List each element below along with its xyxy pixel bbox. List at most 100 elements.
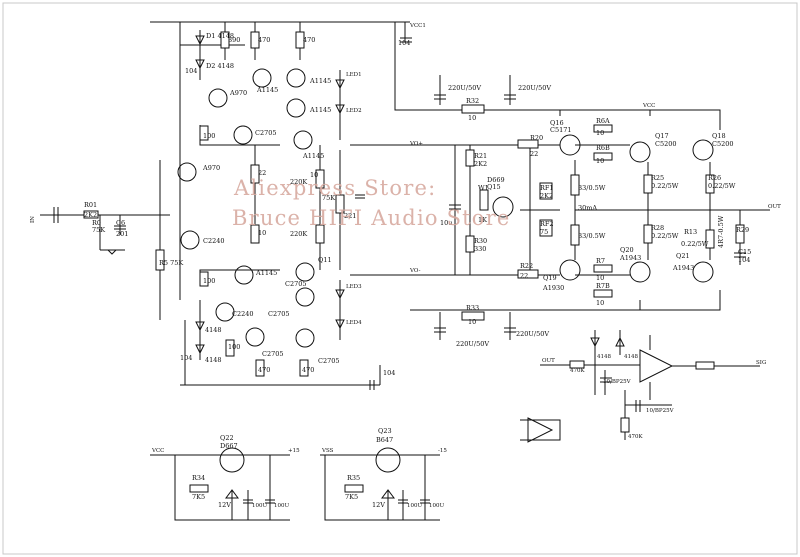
- r22-ref: R22: [520, 262, 533, 270]
- reg-plus15-label: +15: [288, 448, 300, 454]
- r29-ref: R29: [736, 226, 749, 234]
- rf1-val: 2K2: [540, 192, 553, 200]
- q23-ref: Q23: [378, 427, 392, 435]
- r13-val: 0.22/5W: [681, 240, 709, 248]
- r7-label: 100: [203, 277, 215, 285]
- r32-val: 10: [468, 114, 476, 122]
- d1-label: D1 4148: [206, 32, 234, 40]
- servo-stage: [520, 330, 760, 443]
- q16-ref: Q16: [550, 119, 564, 127]
- r10-label: 220K: [290, 230, 307, 238]
- q19-ref: Q19: [543, 274, 557, 282]
- vcc1-label: VCC1: [409, 23, 426, 29]
- watermark-line-1: Aliexpress Store:: [234, 176, 437, 200]
- c10-label: 220U/50V: [448, 84, 481, 92]
- rf2-ref: RF2: [540, 220, 554, 228]
- servo-in-label: OUT: [542, 358, 555, 364]
- r35-val: 7K5: [345, 493, 358, 501]
- r14-label: 75K: [322, 194, 335, 202]
- q23-val: B647: [376, 436, 393, 444]
- q21-val: A1943: [672, 264, 694, 272]
- r25-ref: R25: [651, 174, 664, 182]
- input-label: IN: [30, 216, 36, 223]
- r31-label: 470K: [628, 434, 643, 440]
- r6a-val: 10: [596, 129, 604, 137]
- r13-ref: R13: [684, 228, 697, 236]
- q15-val: D669: [487, 176, 505, 184]
- r20-val: 22: [530, 150, 538, 158]
- led1-label: LED1: [346, 72, 362, 78]
- c24-val: 100U: [407, 503, 422, 509]
- c2s-label: 10/BP25V: [646, 408, 675, 414]
- r2-label: 470: [258, 36, 270, 44]
- r32-ref: R32: [466, 97, 479, 105]
- r34-ref: R34: [192, 474, 205, 482]
- r7-ref: R7: [596, 257, 605, 265]
- vas-stage: [155, 22, 412, 390]
- c1s-label: 10/BP25V: [603, 379, 632, 385]
- reg-vcc-label: VCC: [151, 448, 164, 454]
- c12-val: 10u: [440, 219, 452, 227]
- r29-val: 4R7-0.5W: [717, 215, 725, 248]
- r40-label: 470K: [570, 368, 585, 374]
- current-label: 30mA: [578, 204, 597, 212]
- vcc-label: VCC: [642, 103, 655, 109]
- c25-val: 100U: [429, 503, 444, 509]
- c15-val: 104: [738, 256, 750, 264]
- q14-label: C2705: [262, 350, 284, 358]
- q9-label: A1145: [309, 106, 331, 114]
- r7b-ref: R7B: [596, 282, 610, 290]
- q13-label: C2705: [268, 310, 290, 318]
- c3-label: 104: [180, 354, 192, 362]
- r6b-ref: R6B: [596, 144, 610, 152]
- q22-ref: Q22: [220, 434, 234, 442]
- q5-label: A1145: [255, 269, 277, 277]
- rail-wires: [150, 21, 721, 311]
- r6a-ref: R6A: [596, 117, 610, 125]
- r15-label: 470: [258, 366, 270, 374]
- r34-val: 7K5: [192, 493, 205, 501]
- w1-val: 1K: [478, 216, 487, 224]
- led4-label: LED4: [346, 320, 362, 326]
- q12-label: C2705: [285, 280, 307, 288]
- watermark-line-2: Bruce HIFI Audio Store: [232, 206, 511, 230]
- r27-val: 33/0.5W: [578, 232, 606, 240]
- c20-val: 100U: [252, 503, 267, 509]
- c8-label: 104: [398, 39, 410, 47]
- c6-val: 201: [116, 230, 128, 238]
- r28-ref: R28: [651, 224, 664, 232]
- labels: VCC1 VCC VO+ VO- IN OUT OUT SIG VCC +15 …: [30, 23, 781, 509]
- led3-label: LED3: [346, 284, 362, 290]
- q20-ref: Q20: [620, 246, 634, 254]
- c11-label: 220U/50V: [518, 84, 551, 92]
- vo-minus-label: VO-: [409, 268, 421, 274]
- q4-label: C2240: [203, 237, 225, 245]
- c4-label: 221: [344, 212, 356, 220]
- r5-label: R5 75K: [159, 259, 183, 267]
- r8-label: 100: [228, 343, 240, 351]
- c13-val: 220U/50V: [456, 340, 489, 348]
- q11-label: Q11: [318, 256, 332, 264]
- r3-label: 470: [303, 36, 315, 44]
- q10-label: A1145: [302, 152, 324, 160]
- d10-val: 12V: [372, 501, 385, 509]
- r12-label: 220K: [290, 178, 307, 186]
- reg-vss-label: VSS: [321, 448, 334, 454]
- r0-val: 75K: [92, 226, 105, 234]
- r7b-val: 10: [596, 299, 604, 307]
- c14-val: 220U/50V: [516, 330, 549, 338]
- q17-val: C5200: [655, 140, 677, 148]
- d6-label: 4148: [624, 354, 638, 360]
- d9-val: 12V: [218, 501, 231, 509]
- q20-val: A1943: [619, 254, 641, 262]
- r0-ref: R0: [92, 219, 101, 227]
- r21-val: 2K2: [474, 160, 487, 168]
- q18-val: C5200: [712, 140, 734, 148]
- q15-ref: Q15: [487, 183, 501, 191]
- c21-val: 100U: [274, 503, 289, 509]
- r23-val: 33/0.5W: [578, 184, 606, 192]
- r20-ref: R20: [530, 134, 543, 142]
